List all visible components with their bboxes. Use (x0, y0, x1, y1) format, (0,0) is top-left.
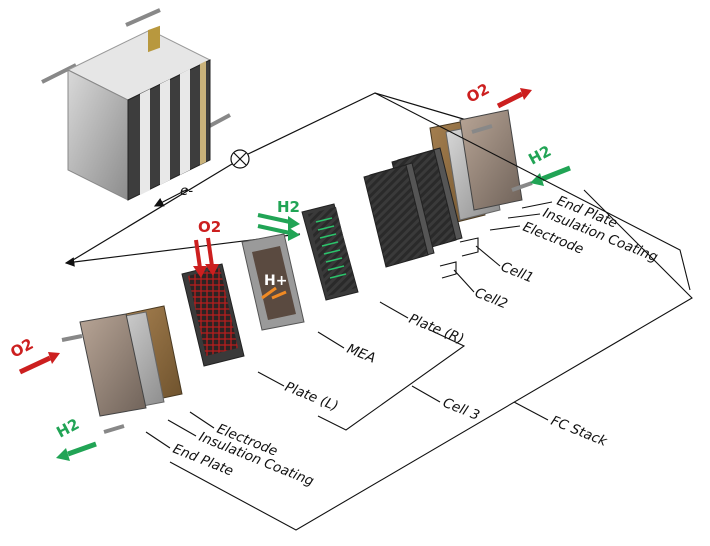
o2-arrow-top-right: O2 (463, 80, 532, 109)
assembled-stack (41, 8, 231, 201)
electron-label: e- (180, 183, 193, 199)
h2-arrow-right: H2 (525, 142, 571, 186)
cell2-label: Cell2 (473, 285, 510, 313)
proton-label: H+ (264, 273, 287, 289)
fc-stack-label: FC Stack (549, 413, 611, 450)
left-end-plate-group (61, 305, 183, 434)
leader-lines (145, 92, 693, 531)
h2-label-right: H2 (525, 142, 554, 169)
cell-plates-right (363, 147, 463, 268)
h2-arrow-left: H2 (53, 415, 97, 461)
plate-r-label: Plate (R) (407, 311, 467, 348)
external-circuit: e- (64, 92, 471, 267)
cell3-label: Cell 3 (441, 395, 482, 424)
o2-arrow-center: O2 (193, 218, 221, 278)
mea-label: MEA (345, 341, 378, 367)
h2-label-center: H2 (277, 198, 300, 216)
plate-l (181, 263, 245, 367)
mea: H+ (241, 233, 305, 331)
o2-label-center: O2 (198, 218, 221, 236)
o2-arrow-left: O2 (7, 335, 60, 375)
cell1-label: Cell1 (499, 259, 536, 287)
right-end-plate-group (429, 109, 533, 226)
h2-label-left: H2 (53, 415, 82, 442)
plate-r (301, 203, 359, 301)
plate-l-label: Plate (L) (283, 379, 341, 415)
h2-arrow-center: H2 (257, 198, 300, 241)
o2-label-left: O2 (7, 335, 36, 362)
o2-label-top-right: O2 (463, 80, 492, 107)
